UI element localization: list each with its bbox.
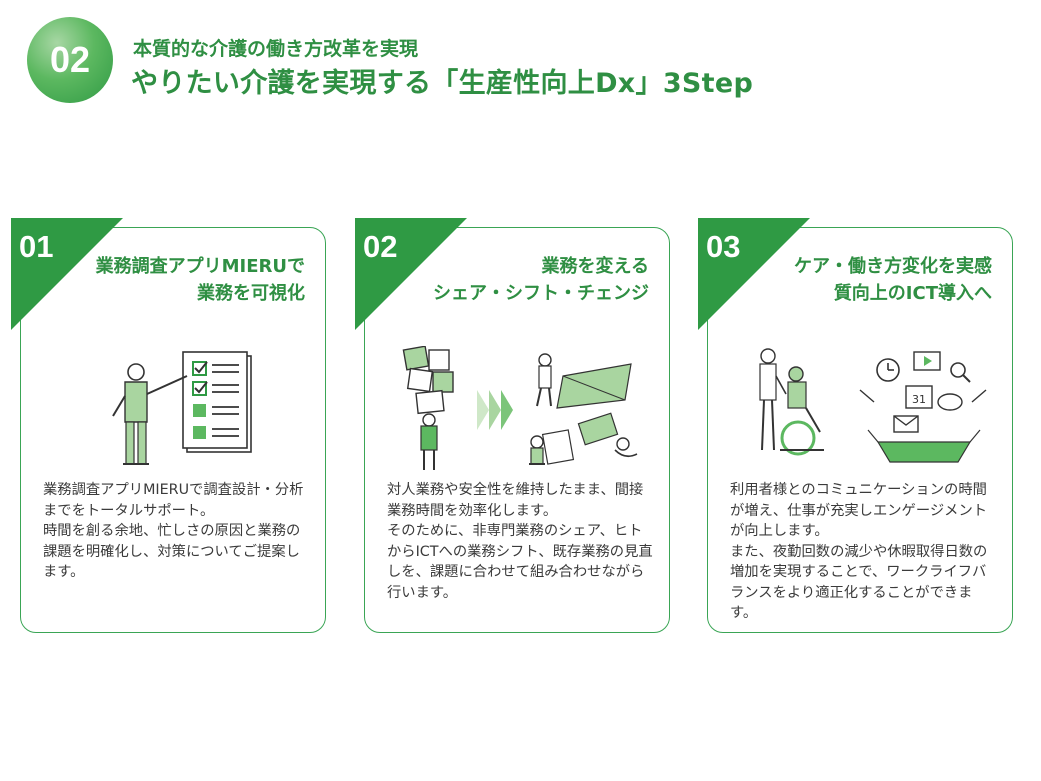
step-description-line: 時間を創る余地、忙しさの原因と業務の課題を明確化し、対策についてご提案します。	[43, 523, 301, 580]
step-title-line: 業務調査アプリMIERUで	[95, 256, 305, 277]
step-title-line: 質向上のICT導入へ	[833, 283, 992, 304]
step-card-title: 業務調査アプリMIERUで 業務を可視化	[96, 253, 305, 307]
step-description-line: そのために、非専門業務のシェア、ヒトからICTへの業務シフト、既存業務の見直しを…	[387, 523, 653, 601]
team-sharing-tasks-icon	[529, 353, 638, 465]
step-description-line: 対人業務や安全性を維持したまま、間接業務時間を効率化します。	[387, 482, 644, 519]
page-header: 02 本質的な介護の働き方改革を実現 やりたい介護を実現する「生産性向上Dx」3…	[0, 0, 1041, 120]
step-description: 対人業務や安全性を維持したまま、間接業務時間を効率化します。 そのために、非専門…	[387, 480, 653, 603]
section-number-badge: 02	[27, 17, 113, 103]
step-title-line: ケア・働き方変化を実感	[794, 256, 992, 277]
step-card-title: ケア・働き方変化を実感 質向上のICT導入へ	[794, 253, 992, 307]
ict-devices-icon: 31	[859, 351, 987, 463]
caregiver-wheelchair-icon	[759, 348, 824, 456]
person-icon	[112, 363, 188, 465]
step-corner-ribbon	[355, 218, 467, 330]
person-with-boxes-icon	[402, 346, 454, 470]
step-description-line: また、夜勤回数の減少や休暇取得日数の増加を実現することで、ワークライフバランスを…	[730, 543, 988, 622]
step-description-line: 利用者様とのコミュニケーションの時間が増え、仕事が充実しエンゲージメントが向上し…	[730, 482, 988, 539]
step-card-1: 業務調査アプリMIERUで 業務を可視化	[20, 227, 326, 633]
step-title-line: 業務を可視化	[197, 283, 305, 304]
step-card-title: 業務を変える シェア・シフト・チェンジ	[433, 253, 649, 307]
step-number: 02	[363, 229, 398, 264]
caregiver-ict-illustration: 31	[759, 348, 987, 463]
step-description: 業務調査アプリMIERUで調査設計・分析までをトータルサポート。 時間を創る余地…	[43, 480, 309, 583]
person-pointing-checklist-illustration	[112, 351, 252, 465]
checklist-board-icon	[182, 351, 252, 453]
step-number: 03	[706, 229, 741, 264]
step-corner-ribbon	[11, 218, 123, 330]
forward-arrows-icon	[477, 390, 513, 430]
section-number: 02	[49, 39, 91, 80]
step-description-line: 業務調査アプリMIERUで調査設計・分析までをトータルサポート。	[43, 482, 304, 519]
svg-text:31: 31	[912, 393, 926, 406]
page-subtitle: 本質的な介護の働き方改革を実現	[133, 38, 419, 60]
step-description: 利用者様とのコミュニケーションの時間が増え、仕事が充実しエンゲージメントが向上し…	[730, 480, 996, 624]
task-sharing-illustration	[402, 346, 638, 470]
step-title-line: シェア・シフト・チェンジ	[433, 283, 649, 304]
step-corner-ribbon	[698, 218, 810, 330]
step-number: 01	[19, 229, 54, 264]
step-title-line: 業務を変える	[541, 256, 649, 277]
page-title: やりたい介護を実現する「生産性向上Dx」3Step	[131, 68, 754, 99]
